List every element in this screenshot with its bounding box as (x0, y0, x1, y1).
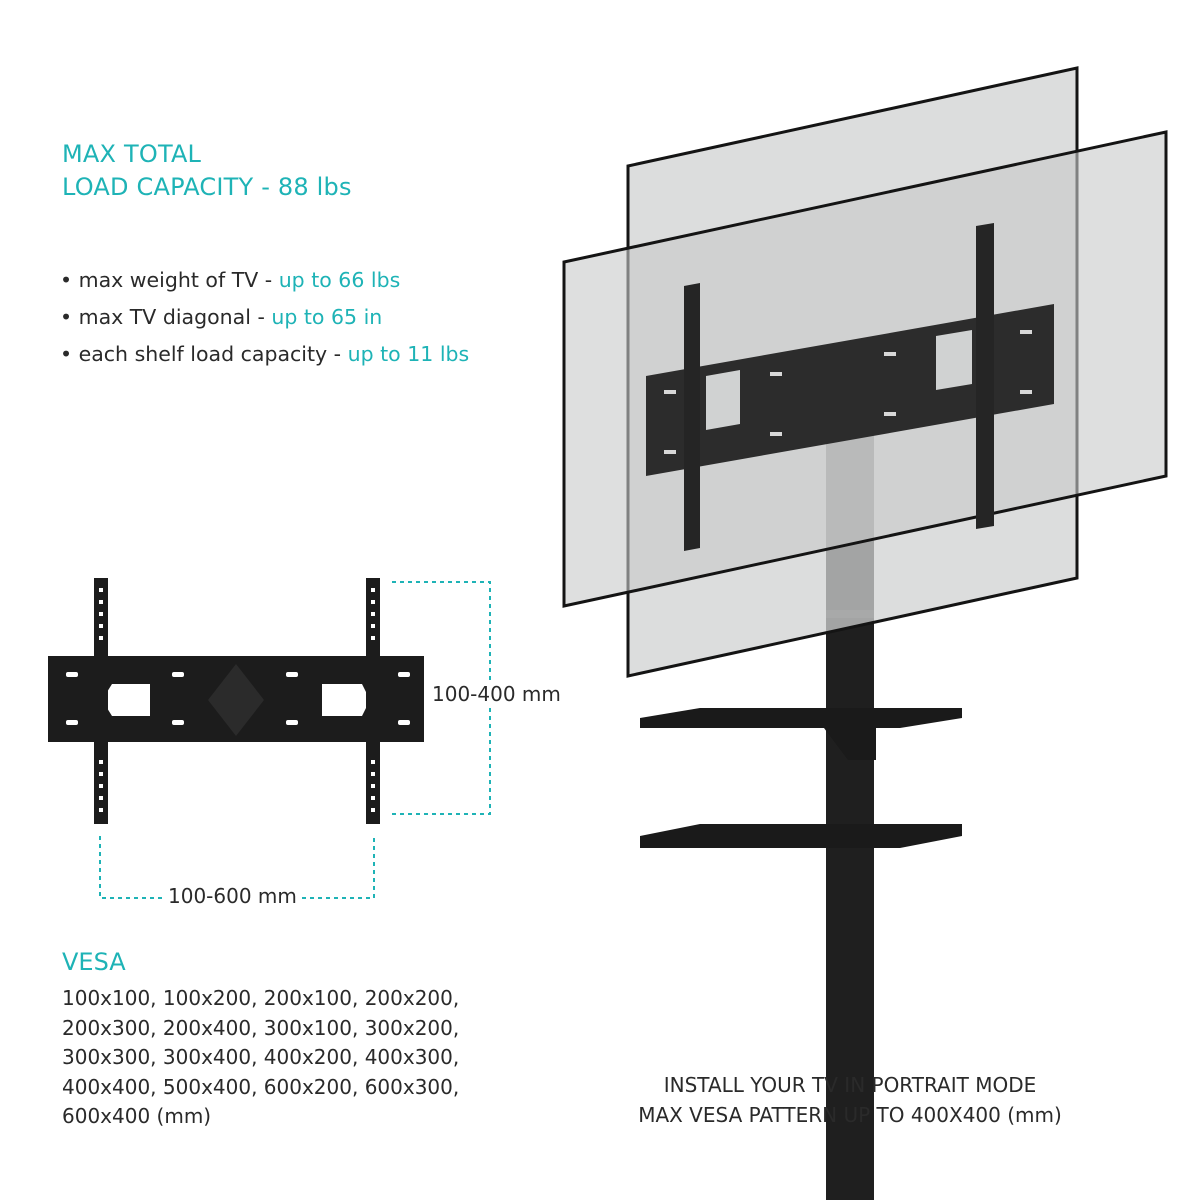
spec-item-tv-weight: • max weight of TV - up to 66 lbs (60, 262, 469, 299)
spec-item-tv-diagonal: • max TV diagonal - up to 65 in (60, 299, 469, 336)
shelf-top (640, 708, 962, 728)
bracket-cutout-left (102, 684, 150, 716)
stand-bracket-arm-right (976, 223, 994, 529)
spec-list: • max weight of TV - up to 66 lbs • max … (60, 262, 469, 373)
bracket-diagram (48, 578, 491, 899)
shelf-bottom (640, 824, 962, 848)
spec-label: • max weight of TV - (60, 268, 279, 292)
capacity-heading-line2: LOAD CAPACITY - 88 lbs (62, 173, 352, 201)
spec-value: up to 66 lbs (278, 268, 401, 292)
portrait-note-line2: MAX VESA PATTERN UP TO 400X400 (mm) (638, 1103, 1062, 1127)
bracket-slots (66, 672, 410, 725)
capacity-heading-line1: MAX TOTAL (62, 140, 202, 168)
bracket-arm-holes (99, 588, 375, 812)
vesa-line: 200x300, 200x400, 300x100, 300x200, (62, 1015, 460, 1040)
dimension-lines (99, 581, 491, 899)
spec-item-shelf-capacity: • each shelf load capacity - up to 11 lb… (60, 336, 469, 373)
vesa-pattern-list: 100x100, 100x200, 200x100, 200x200, 200x… (62, 984, 532, 1132)
bracket-center-diamond (208, 664, 264, 736)
capacity-heading: MAX TOTAL LOAD CAPACITY - 88 lbs (62, 138, 352, 204)
spec-label: • max TV diagonal - (60, 305, 272, 329)
spec-label: • each shelf load capacity - (60, 342, 348, 366)
portrait-mode-note: INSTALL YOUR TV IN PORTRAIT MODE MAX VES… (560, 1070, 1140, 1130)
vesa-line: 400x400, 500x400, 600x200, 600x300, (62, 1074, 460, 1099)
spec-value: up to 65 in (271, 305, 383, 329)
dimension-label-horizontal: 100-600 mm (164, 884, 301, 908)
stand-bracket-arm-left (684, 283, 700, 551)
stand-bracket-slots (664, 330, 1032, 454)
bracket-cutout-right (322, 684, 370, 716)
dimension-label-vertical: 100-400 mm (428, 682, 565, 706)
portrait-note-line1: INSTALL YOUR TV IN PORTRAIT MODE (663, 1073, 1037, 1097)
dimension-line-vertical (392, 581, 491, 815)
vesa-line: 300x300, 300x400, 400x200, 400x300, (62, 1045, 460, 1069)
vesa-line: 100x100, 100x200, 200x100, 200x200, (62, 986, 460, 1010)
bracket-arm-left (94, 578, 108, 824)
spec-value: up to 11 lbs (347, 342, 470, 366)
vesa-line: 600x400 (mm) (62, 1104, 212, 1128)
bracket-arm-right (366, 578, 380, 824)
vesa-title: VESA (62, 948, 126, 976)
tv-stand (562, 66, 1168, 1200)
